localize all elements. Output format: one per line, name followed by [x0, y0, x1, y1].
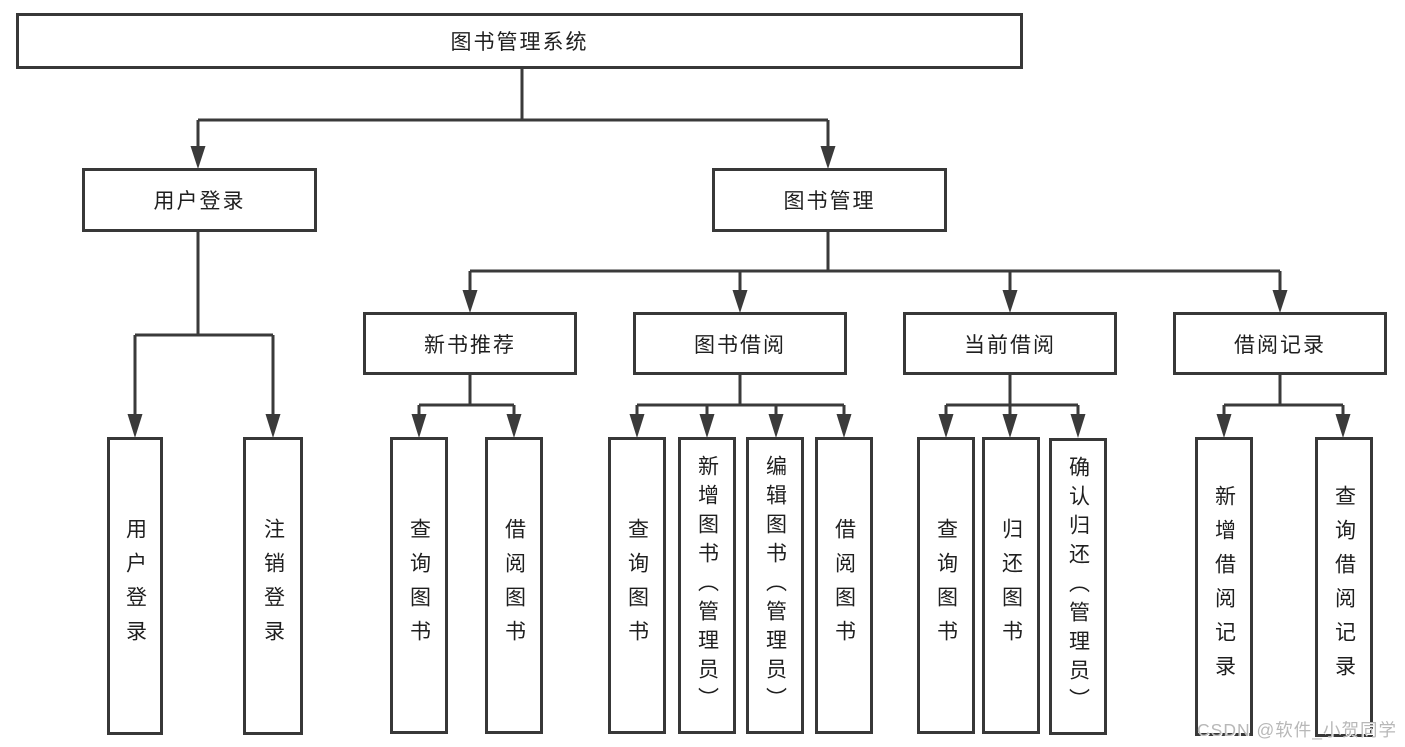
- node-root-label: 图书管理系统: [450, 31, 589, 54]
- leaf-borrow-books: 借阅图书: [815, 437, 873, 734]
- leaf-borrow-books-recommend: 借阅图书: [485, 437, 543, 734]
- leaf-query-borrow-record-label: 查询借阅记录: [1332, 485, 1356, 689]
- leaf-query-books-current: 查询图书: [917, 437, 975, 734]
- leaf-query-books-borrow: 查询图书: [608, 437, 666, 734]
- leaf-query-books-borrow-label: 查询图书: [625, 517, 649, 654]
- node-user-login-label: 用户登录: [153, 190, 246, 213]
- node-book-borrow-label: 图书借阅: [694, 333, 786, 357]
- node-book-management: 图书管理: [712, 168, 947, 232]
- leaf-logout-label: 注销登录: [261, 518, 285, 654]
- node-new-book-recommend-label: 新书推荐: [424, 333, 516, 357]
- node-user-login: 用户登录: [82, 168, 317, 232]
- leaf-add-borrow-record-label: 新增借阅记录: [1212, 484, 1236, 689]
- node-current-borrow: 当前借阅: [903, 312, 1117, 375]
- leaf-edit-book-admin: 编辑图书（管理员）: [746, 437, 804, 734]
- node-book-borrow: 图书借阅: [633, 312, 847, 375]
- connector-new-book-children: [411, 375, 522, 438]
- connector-book-borrow-children: [629, 375, 852, 438]
- leaf-add-book-admin-label: 新增图书（管理员）: [695, 455, 719, 716]
- leaf-confirm-return-admin: 确认归还（管理员）: [1049, 438, 1107, 735]
- node-borrow-records-label: 借阅记录: [1234, 333, 1326, 357]
- leaf-borrow-books-label: 借阅图书: [832, 517, 856, 654]
- node-root: 图书管理系统: [16, 13, 1023, 69]
- leaf-user-login-label: 用户登录: [123, 518, 147, 654]
- connector-current-borrow-children: [938, 375, 1086, 438]
- leaf-query-books-current-label: 查询图书: [934, 517, 958, 654]
- leaf-query-books-recommend-label: 查询图书: [407, 517, 431, 654]
- node-book-management-label: 图书管理: [783, 190, 876, 213]
- leaf-borrow-books-recommend-label: 借阅图书: [502, 517, 526, 654]
- connector-borrow-records-children: [1216, 375, 1351, 438]
- leaf-logout: 注销登录: [243, 437, 303, 735]
- connector-user-login-children: [127, 232, 281, 438]
- leaf-query-books-recommend: 查询图书: [390, 437, 448, 734]
- leaf-query-borrow-record: 查询借阅记录: [1315, 437, 1373, 737]
- leaf-return-books: 归还图书: [982, 437, 1040, 734]
- node-borrow-records: 借阅记录: [1173, 312, 1387, 375]
- leaf-confirm-return-admin-label: 确认归还（管理员）: [1066, 456, 1090, 717]
- node-new-book-recommend: 新书推荐: [363, 312, 577, 375]
- connector-root-to-level2: [190, 69, 836, 169]
- leaf-add-borrow-record: 新增借阅记录: [1195, 437, 1253, 736]
- node-current-borrow-label: 当前借阅: [964, 333, 1056, 357]
- leaf-user-login: 用户登录: [107, 437, 163, 735]
- leaf-edit-book-admin-label: 编辑图书（管理员）: [763, 455, 787, 716]
- leaf-return-books-label: 归还图书: [999, 517, 1023, 654]
- leaf-add-book-admin: 新增图书（管理员）: [678, 437, 736, 734]
- watermark: CSDN @软件_小贺同学: [1197, 720, 1397, 740]
- connector-book-management-children: [462, 232, 1288, 313]
